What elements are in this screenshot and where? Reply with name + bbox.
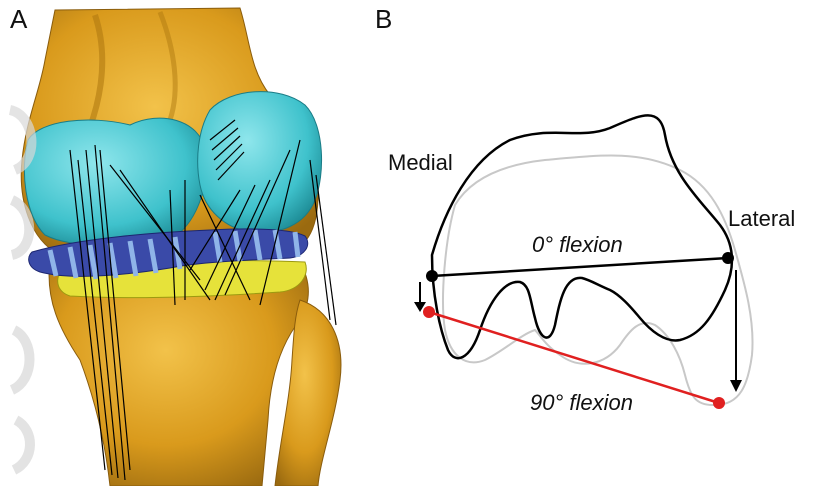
flexion-90-label: 90° flexion <box>530 390 633 415</box>
plateau-diagram: Medial Lateral 0° flexion 90° flexion <box>388 115 795 415</box>
flexion-0-line <box>432 258 728 276</box>
medial-arrow <box>414 282 426 312</box>
watermark <box>10 110 31 470</box>
femoral-cartilage-medial <box>24 118 206 246</box>
medial-label: Medial <box>388 150 453 175</box>
knee-model <box>10 8 341 486</box>
flexion-0-medial-point <box>426 270 438 282</box>
lateral-label: Lateral <box>728 206 795 231</box>
flexion-90-lateral-point <box>713 397 725 409</box>
outline-90-flexion <box>443 156 753 406</box>
flexion-0-lateral-point <box>722 252 734 264</box>
flexion-90-medial-point <box>423 306 435 318</box>
femoral-cartilage-lateral <box>198 92 322 233</box>
flexion-0-label: 0° flexion <box>532 232 623 257</box>
lateral-arrow <box>730 270 742 392</box>
